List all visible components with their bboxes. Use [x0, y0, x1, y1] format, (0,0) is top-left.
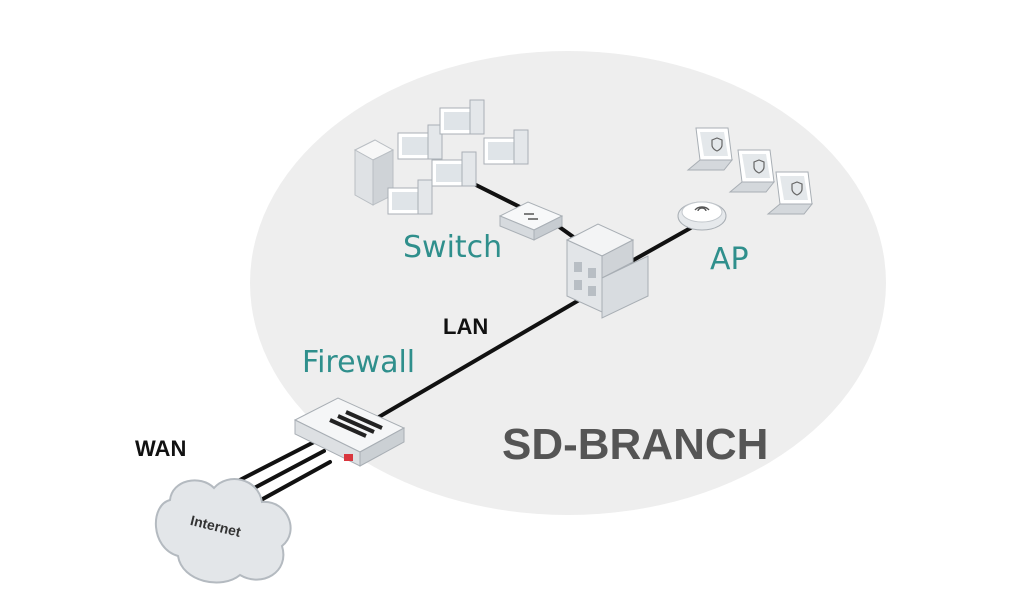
- wan-label: WAN: [135, 436, 187, 461]
- ap-label: AP: [710, 242, 749, 277]
- lan-label: LAN: [443, 314, 489, 339]
- building-icon: [565, 223, 649, 319]
- access-point-icon: [677, 201, 727, 231]
- laptop-icon: [686, 127, 734, 171]
- desktop-icon: [397, 124, 443, 160]
- sd-branch-title: SD-BRANCH: [502, 420, 769, 469]
- firewall-icon: [293, 397, 406, 467]
- desktop-link: [468, 180, 524, 210]
- firewall-label: Firewall: [302, 345, 416, 380]
- desktop-icon: [431, 151, 477, 187]
- wan-link-2: [241, 449, 326, 496]
- switch-icon: [498, 201, 564, 241]
- laptop-icon: [766, 171, 814, 215]
- laptop-icon: [728, 149, 776, 193]
- desktop-icon: [483, 129, 529, 165]
- server-icon: [353, 139, 395, 206]
- desktop-icon: [387, 179, 433, 215]
- wan-link-1: [234, 438, 320, 484]
- desktop-icon: [439, 99, 485, 135]
- wan-link-3: [248, 460, 332, 508]
- switch-label: Switch: [403, 230, 503, 265]
- cloud-icon: [155, 478, 292, 584]
- lan-link: [370, 280, 612, 423]
